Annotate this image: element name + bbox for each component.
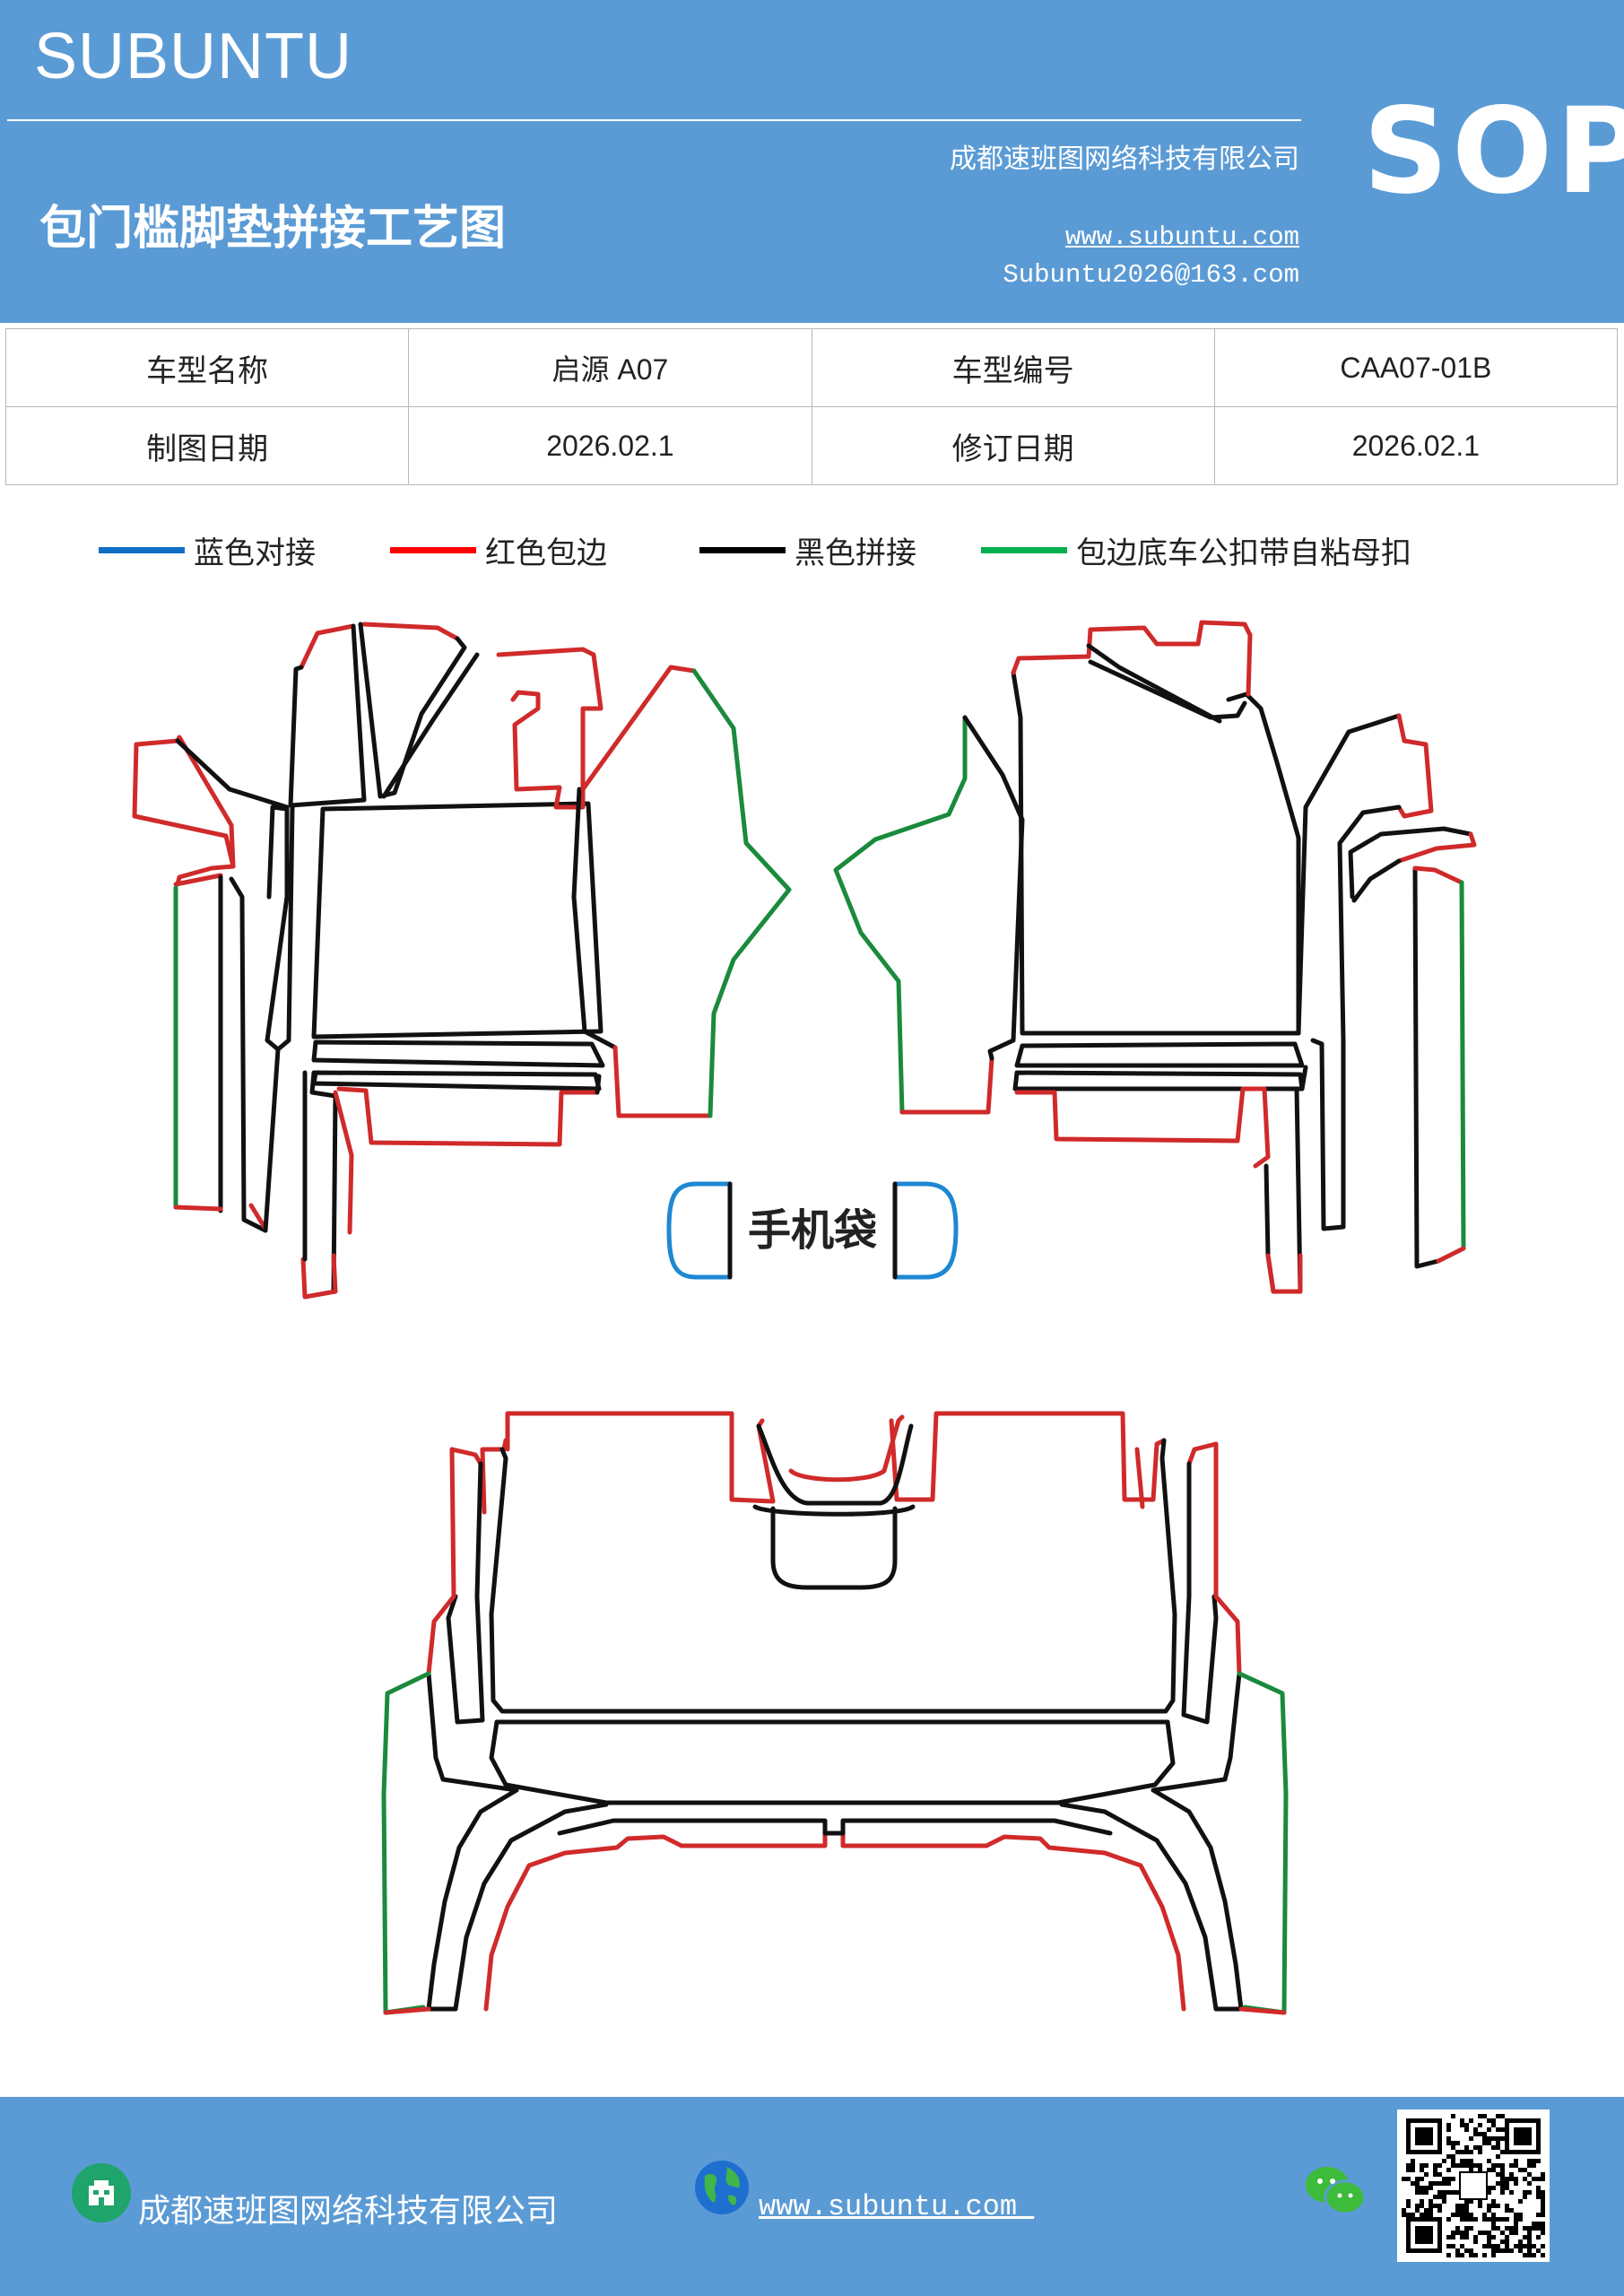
legend-swatch [99,546,185,553]
mat-splicing-diagram: 手机袋 [132,620,1477,2015]
value-draw-date: 2026.02.1 [408,406,812,485]
legend-swatch [390,546,476,553]
phone-pocket-label: 手机袋 [748,1205,877,1256]
brand-name: SUBUNTU [34,21,353,92]
legend-label: 蓝色对接 [194,535,316,571]
label-draw-date: 制图日期 [4,406,410,485]
document-title: 包门槛脚垫拼接工艺图 [39,201,507,256]
legend-swatch [981,546,1067,553]
legend-label: 黑色拼接 [795,535,916,571]
rear-mat-group [381,1411,1289,2015]
table-row: 车型名称 启源 A07 车型编号 CAA07-01B [4,328,1619,407]
legend-label: 包边底车公扣带自粘母扣 [1076,535,1411,571]
header-divider [7,119,1301,121]
table-row: 制图日期 2026.02.1 修订日期 2026.02.1 [4,406,1619,485]
vehicle-info-table: 车型名称 启源 A07 车型编号 CAA07-01B 制图日期 2026.02.… [4,328,1619,485]
value-model-code: CAA07-01B [1213,328,1619,407]
legend-label: 红色包边 [485,535,607,571]
header-banner [0,0,1624,323]
left-front-mat-group [132,622,792,1300]
footer-company: 成都速班图网络科技有限公司 [138,2193,559,2230]
label-revision-date: 修订日期 [811,406,1215,485]
building-icon [72,2163,131,2222]
legend-swatch [699,546,786,553]
header-website-link[interactable]: www.subuntu.com [1064,222,1299,252]
phone-pocket: 手机袋 [666,1181,959,1280]
qr-code[interactable] [1397,2109,1550,2262]
footer-website-link[interactable]: www.subuntu.com [759,2190,1035,2223]
value-model-name: 启源 A07 [408,328,812,407]
right-front-mat-group [833,620,1477,1294]
label-model-code: 车型编号 [811,328,1215,407]
legend-item-black: 黑色拼接 [699,527,916,572]
header-email: Subuntu2026@163.com [1003,260,1299,290]
globe-icon [692,2158,751,2217]
legend-item-red: 红色包边 [390,527,607,572]
header-company: 成都速班图网络科技有限公司 [950,144,1299,175]
legend-item-blue: 蓝色对接 [99,527,316,572]
sop-badge: SOP [1363,83,1624,221]
legend-item-green: 包边底车公扣带自粘母扣 [981,527,1411,572]
value-revision-date: 2026.02.1 [1213,406,1619,485]
wechat-icon [1304,2163,1367,2217]
label-model-name: 车型名称 [4,328,410,407]
